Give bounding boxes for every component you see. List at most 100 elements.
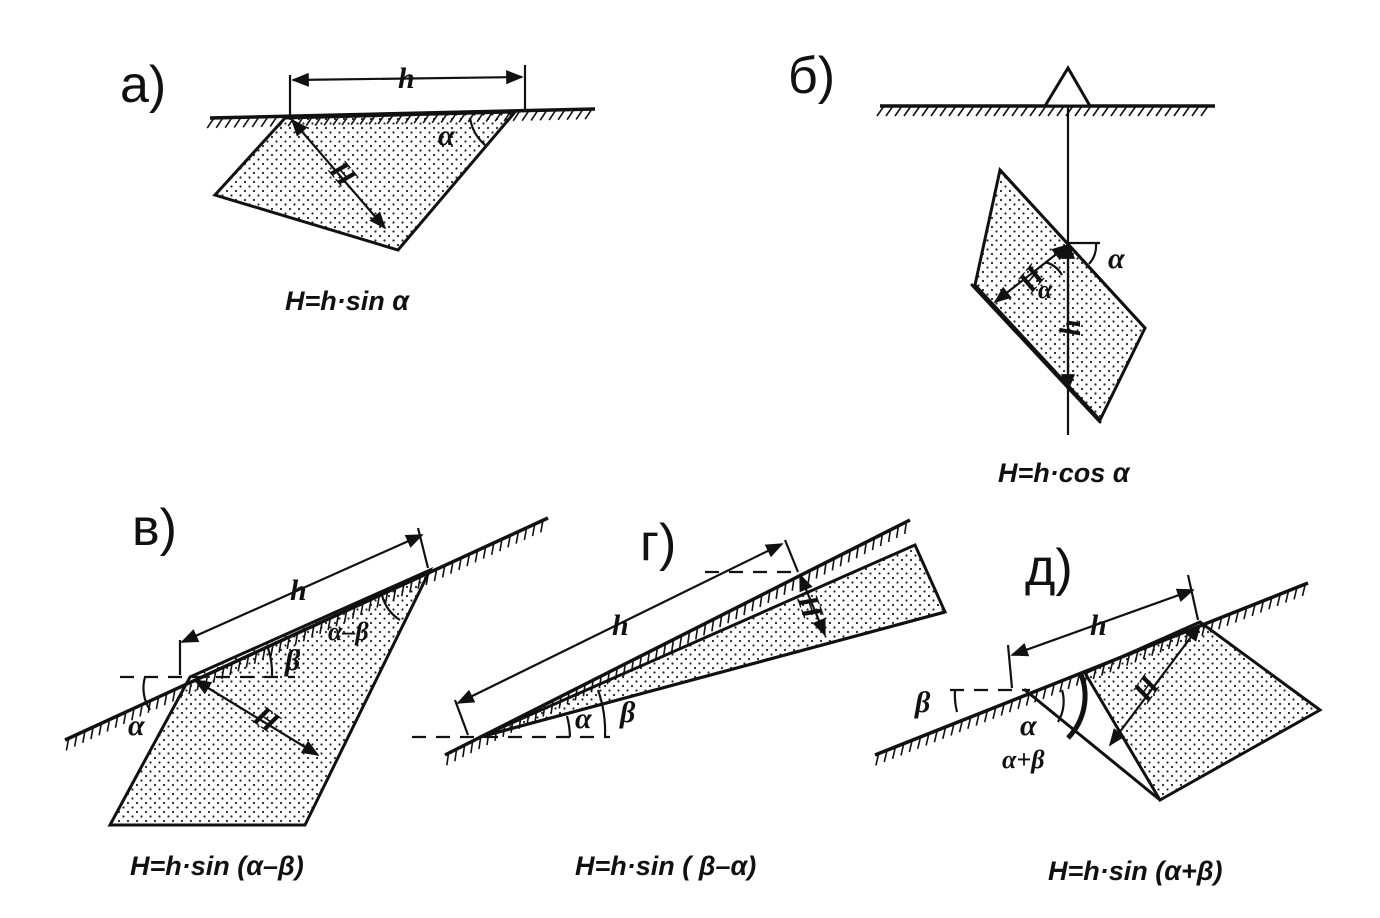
h-label-v: h: [290, 574, 307, 607]
hatch-tick: [883, 750, 888, 763]
hatch-tick: [575, 108, 584, 120]
hatch-tick: [441, 565, 446, 578]
h-ext-left-d: [1006, 644, 1014, 689]
H-dimension-a: [290, 118, 387, 230]
layer-a: [212, 110, 519, 252]
hatch-tick: [485, 110, 494, 122]
layer-b: [973, 166, 1147, 423]
sum-label-d: α+β: [1002, 745, 1045, 774]
hatch-tick: [425, 572, 430, 586]
hatch-tick: [839, 554, 843, 567]
hatch-tick: [1011, 105, 1020, 117]
hatch-tick: [1083, 105, 1092, 117]
hatch-tick: [98, 723, 103, 736]
hatch-tick: [939, 105, 948, 117]
hatch-tick: [395, 113, 404, 125]
hatch-tick: [791, 578, 795, 591]
hatch-tick: [975, 105, 984, 117]
beta-arc-d: [953, 689, 959, 713]
hatch-tick: [1119, 105, 1128, 117]
hatch-tick: [422, 112, 431, 124]
hatch-tick: [270, 644, 274, 657]
layer-d: [1082, 620, 1323, 803]
hatch-tick: [903, 521, 908, 535]
diff-label-v: α–β: [328, 617, 369, 646]
hatch-tick: [933, 730, 939, 743]
formula-a: H=h·sin α: [285, 286, 410, 316]
alpha-label-g: α: [575, 702, 592, 735]
hatch-tick: [1191, 105, 1200, 117]
hatch-tick: [1002, 105, 1011, 117]
hatch-tick: [1059, 680, 1064, 693]
hatch-tick: [224, 117, 233, 129]
hatch-tick: [122, 711, 127, 725]
panel-v-label: в): [132, 499, 177, 557]
layer-g: [479, 543, 948, 739]
hatch-tick: [894, 105, 903, 117]
hatch-tick: [404, 112, 413, 124]
hatch-tick: [440, 111, 449, 124]
hatch-tick: [1268, 597, 1273, 610]
hatch-tick: [269, 115, 278, 128]
hatch-tick: [476, 111, 485, 123]
hatch-tick: [114, 715, 119, 728]
hatch-tick: [454, 749, 458, 762]
h-dimension-v: [180, 533, 424, 644]
hatch-tick: [1128, 105, 1137, 117]
hatch-tick: [566, 109, 575, 121]
hatch-tick: [1276, 593, 1281, 607]
layer-d-bottom: [1023, 688, 1162, 802]
hatch-tick: [967, 716, 972, 730]
hatch-tick: [433, 569, 438, 582]
hatch-tick: [462, 744, 466, 758]
hatch-tick: [131, 708, 135, 721]
h-dimension-g: [456, 543, 784, 704]
h-ext-right-g: [783, 539, 800, 573]
hatch-tick: [494, 110, 503, 122]
hatch-tick: [449, 111, 458, 123]
hatch-tick: [413, 112, 422, 124]
alpha-arc-b: [1088, 242, 1098, 265]
beta-label-v: β: [284, 644, 301, 677]
hatch-tick: [1047, 105, 1056, 117]
alpha-plus-beta-arc-d: [1066, 670, 1088, 740]
hatch-tick: [1173, 105, 1182, 117]
hatch-tick: [557, 109, 566, 121]
hatch-tick: [531, 523, 536, 537]
formula-d: H=h·sin (α+β): [1048, 856, 1223, 886]
H-dimension-v: [193, 679, 320, 756]
hatch-tick: [1234, 610, 1240, 623]
hatch-tick: [82, 730, 86, 743]
hatch-tick: [1293, 587, 1298, 600]
hatch-tick: [206, 117, 215, 129]
hatch-tick: [903, 105, 912, 117]
hatch-tick: [921, 105, 930, 117]
hatch-tick: [1146, 105, 1155, 117]
hatch-tick: [1110, 105, 1119, 117]
alpha-label-v: α: [128, 709, 145, 742]
hatch-tick: [245, 655, 250, 668]
H-dimension-g: [798, 573, 827, 637]
hatch-tick: [526, 712, 530, 725]
hatch-tick: [450, 561, 454, 574]
hatch-tick: [1137, 105, 1146, 117]
h-dimension-d: [1010, 588, 1195, 657]
hatch-tick: [1182, 105, 1191, 117]
hatch-tick: [139, 704, 144, 717]
formula-v: H=h·sin (α–β): [130, 851, 304, 881]
hatch-tick: [539, 109, 548, 121]
hatch-tick: [1020, 105, 1029, 117]
h-label-b: h: [1054, 319, 1087, 336]
hatch-tick: [253, 651, 258, 665]
alpha2-label-b: α: [1038, 275, 1053, 304]
hatch-tick: [950, 723, 955, 736]
hatch-tick: [1155, 105, 1164, 117]
H-dimension-d: [1108, 623, 1202, 747]
panel-b-label: б): [788, 47, 835, 105]
hatch-tick: [470, 740, 474, 754]
panel-g: г) h H α β H=h·sin ( β–α): [412, 514, 948, 881]
hatch-tick: [188, 681, 193, 695]
hatch-tick: [171, 689, 176, 702]
panel-a: а) h H α H=h·sin α: [120, 56, 596, 316]
